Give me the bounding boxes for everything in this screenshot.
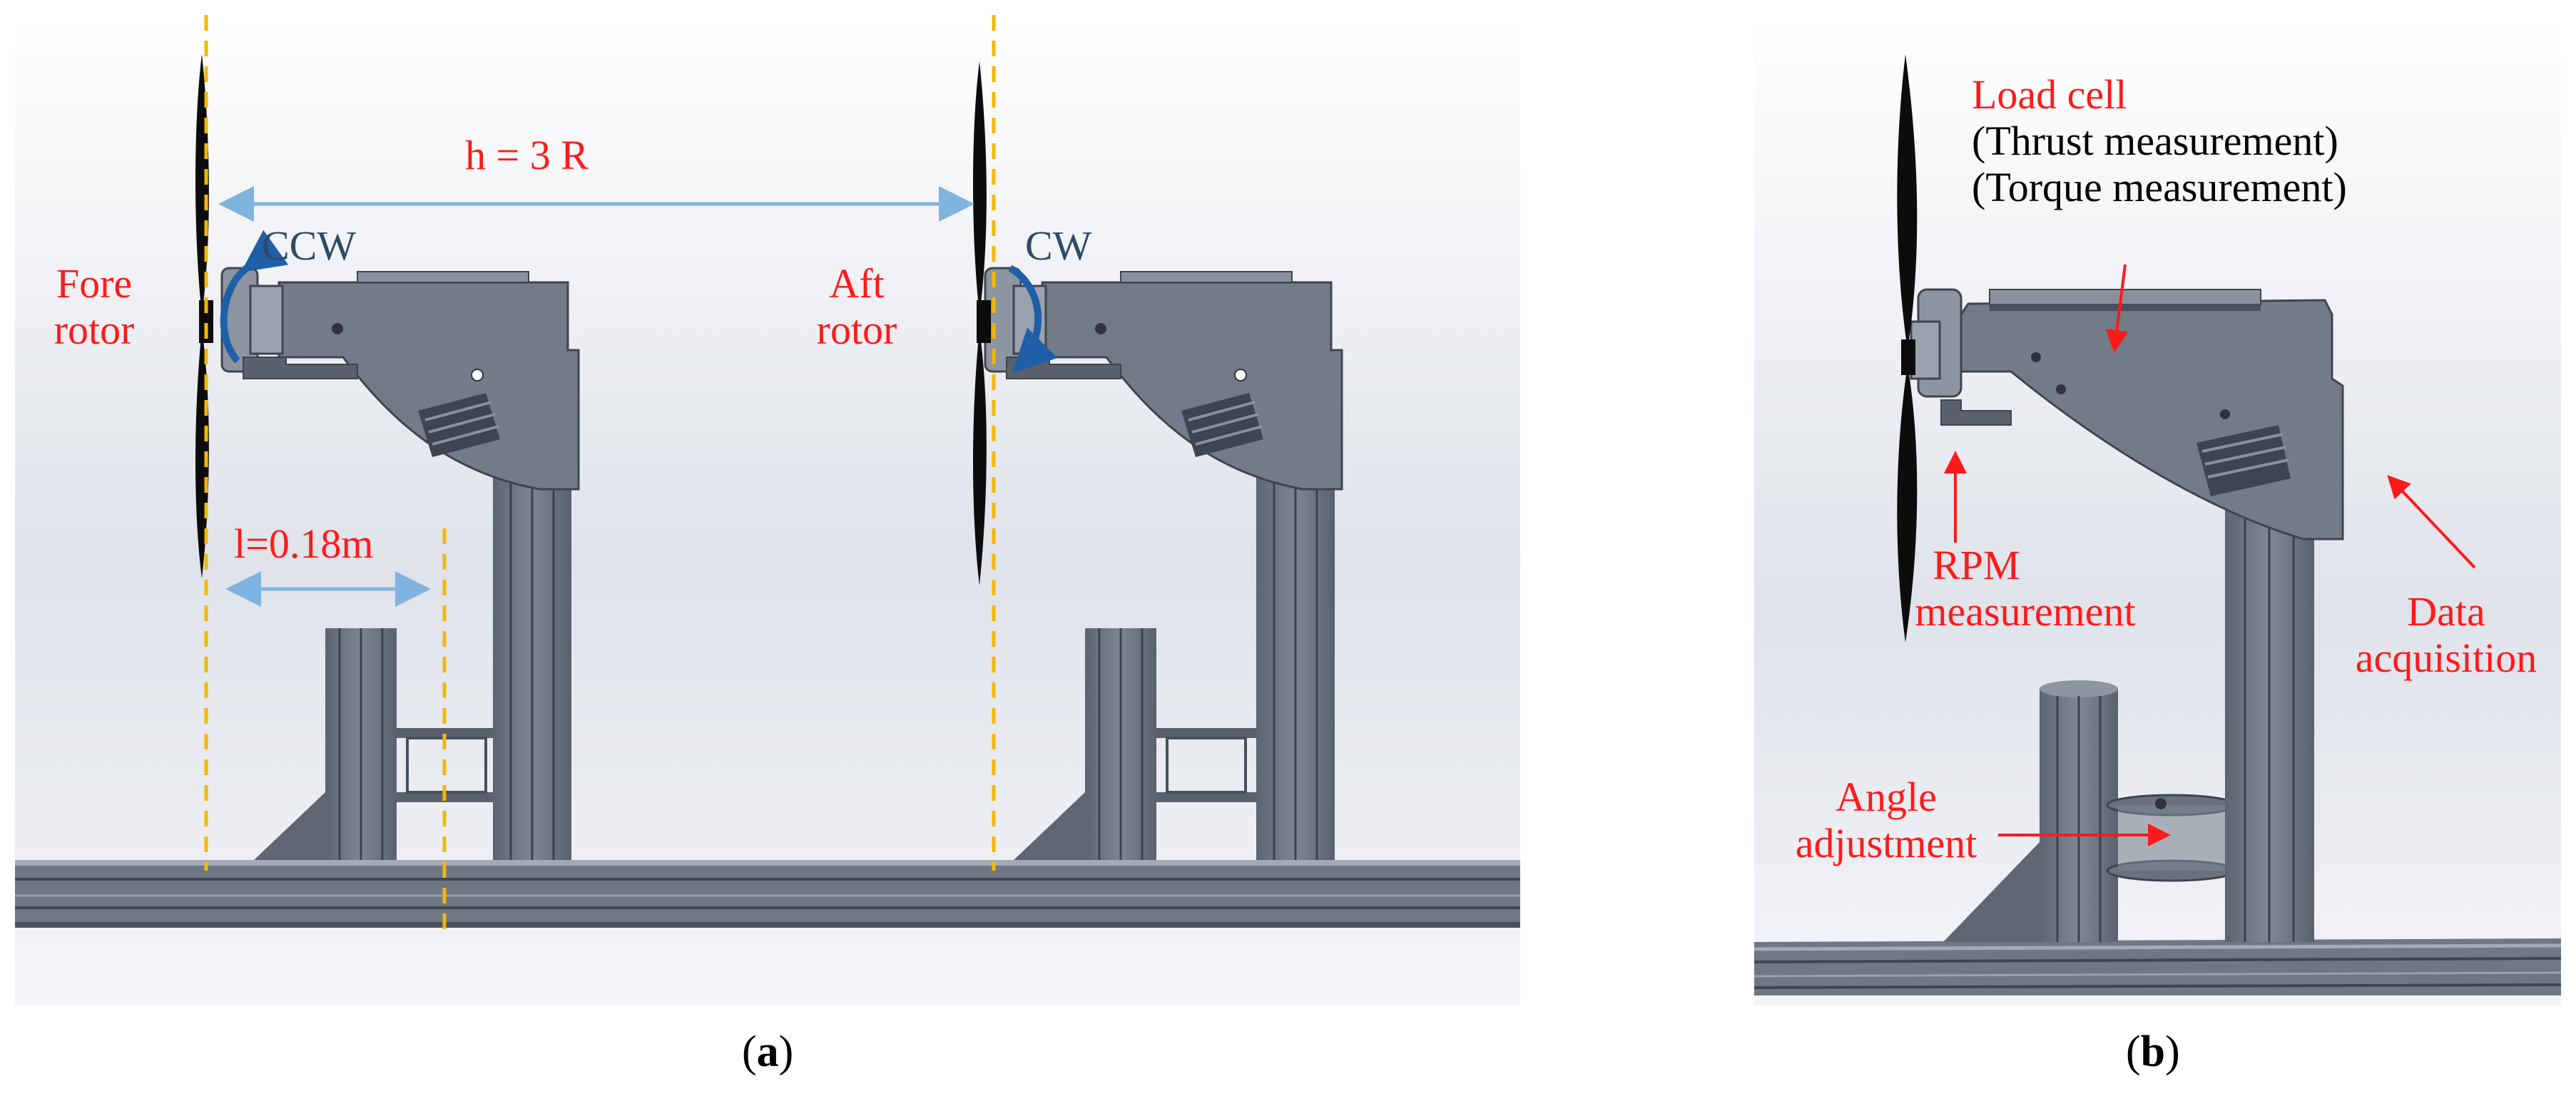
- load-cell-pointer: [2105, 264, 2129, 353]
- fore-angle-bracket: [397, 728, 497, 802]
- rpm-label-line2: measurement: [1915, 588, 2136, 635]
- load-cell-label-line2: (Thrust measurement): [1972, 117, 2338, 164]
- fore-rotation-direction-label: CCW: [262, 222, 357, 269]
- panel-a-tandem-rotor-setup: h = 3 R l=0.18m Fore rotor Aft rotor CCW…: [15, 15, 1520, 1005]
- caption-a: (a): [742, 1028, 794, 1076]
- load-cell-housing: [1960, 289, 2344, 541]
- fore-vent-grille: [418, 393, 500, 457]
- angle-label-line2: adjustment: [1795, 819, 1977, 866]
- angle-label-line1: Angle: [1836, 774, 1937, 820]
- l-dimension-label: l=0.18m: [234, 521, 374, 567]
- fore-rotor-label-line1: Fore: [56, 260, 133, 307]
- caption-a-letter: a: [756, 1028, 779, 1076]
- angle-post: [1943, 680, 2118, 942]
- aft-main-column: [1256, 471, 1335, 860]
- caption-b-letter: b: [2140, 1028, 2166, 1076]
- load-cell-label-line1: Load cell: [1972, 71, 2127, 118]
- panel-a-drawing: [15, 15, 1520, 1005]
- data-acquisition-label: Data acquisition: [2325, 588, 2561, 682]
- fore-rotor-label: Fore rotor: [48, 260, 141, 354]
- aft-vent-grille: [1181, 393, 1263, 457]
- main-column: [2225, 500, 2314, 942]
- load-cell-label: Load cell (Thrust measurement) (Torque m…: [1972, 71, 2347, 211]
- aft-rotation-arrow: [1008, 265, 1058, 374]
- aft-rotor-label-line1: Aft: [829, 260, 885, 307]
- caption-b: (b): [2126, 1028, 2180, 1076]
- base-rail: [15, 860, 1520, 928]
- fore-rotor-label-line2: rotor: [54, 306, 135, 353]
- aft-rotor-label: Aft rotor: [810, 260, 903, 354]
- aft-propeller: [973, 61, 991, 585]
- fore-angle-post: [254, 628, 397, 860]
- fore-main-column: [493, 471, 571, 860]
- aft-angle-bracket: [1156, 728, 1256, 802]
- angle-adjustment-label: Angle adjustment: [1783, 774, 1990, 867]
- daq-label-line2: acquisition: [2355, 634, 2537, 681]
- rpm-measurement-label: RPM measurement: [1890, 542, 2161, 635]
- panel-b-drawing: [1754, 15, 2561, 1005]
- daq-label-line1: Data: [2407, 588, 2485, 635]
- rpm-label-line1: RPM: [1933, 542, 2020, 588]
- panel-b-single-rotor-stand: Load cell (Thrust measurement) (Torque m…: [1754, 15, 2561, 1005]
- angle-adjustment-plates: [2106, 794, 2237, 882]
- h-dimension-label: h = 3 R: [465, 132, 589, 178]
- aft-rotation-direction-label: CW: [1025, 222, 1092, 269]
- load-cell-label-line3: (Torque measurement): [1972, 163, 2347, 210]
- daq-vent-grille: [2196, 425, 2291, 496]
- daq-pointer: [2387, 475, 2476, 569]
- propeller: [1897, 54, 1918, 642]
- base-rail: [1754, 938, 2561, 995]
- fore-rotation-arrow: [220, 230, 289, 364]
- aft-rotor-label-line2: rotor: [816, 306, 897, 353]
- aft-angle-post: [1014, 628, 1156, 860]
